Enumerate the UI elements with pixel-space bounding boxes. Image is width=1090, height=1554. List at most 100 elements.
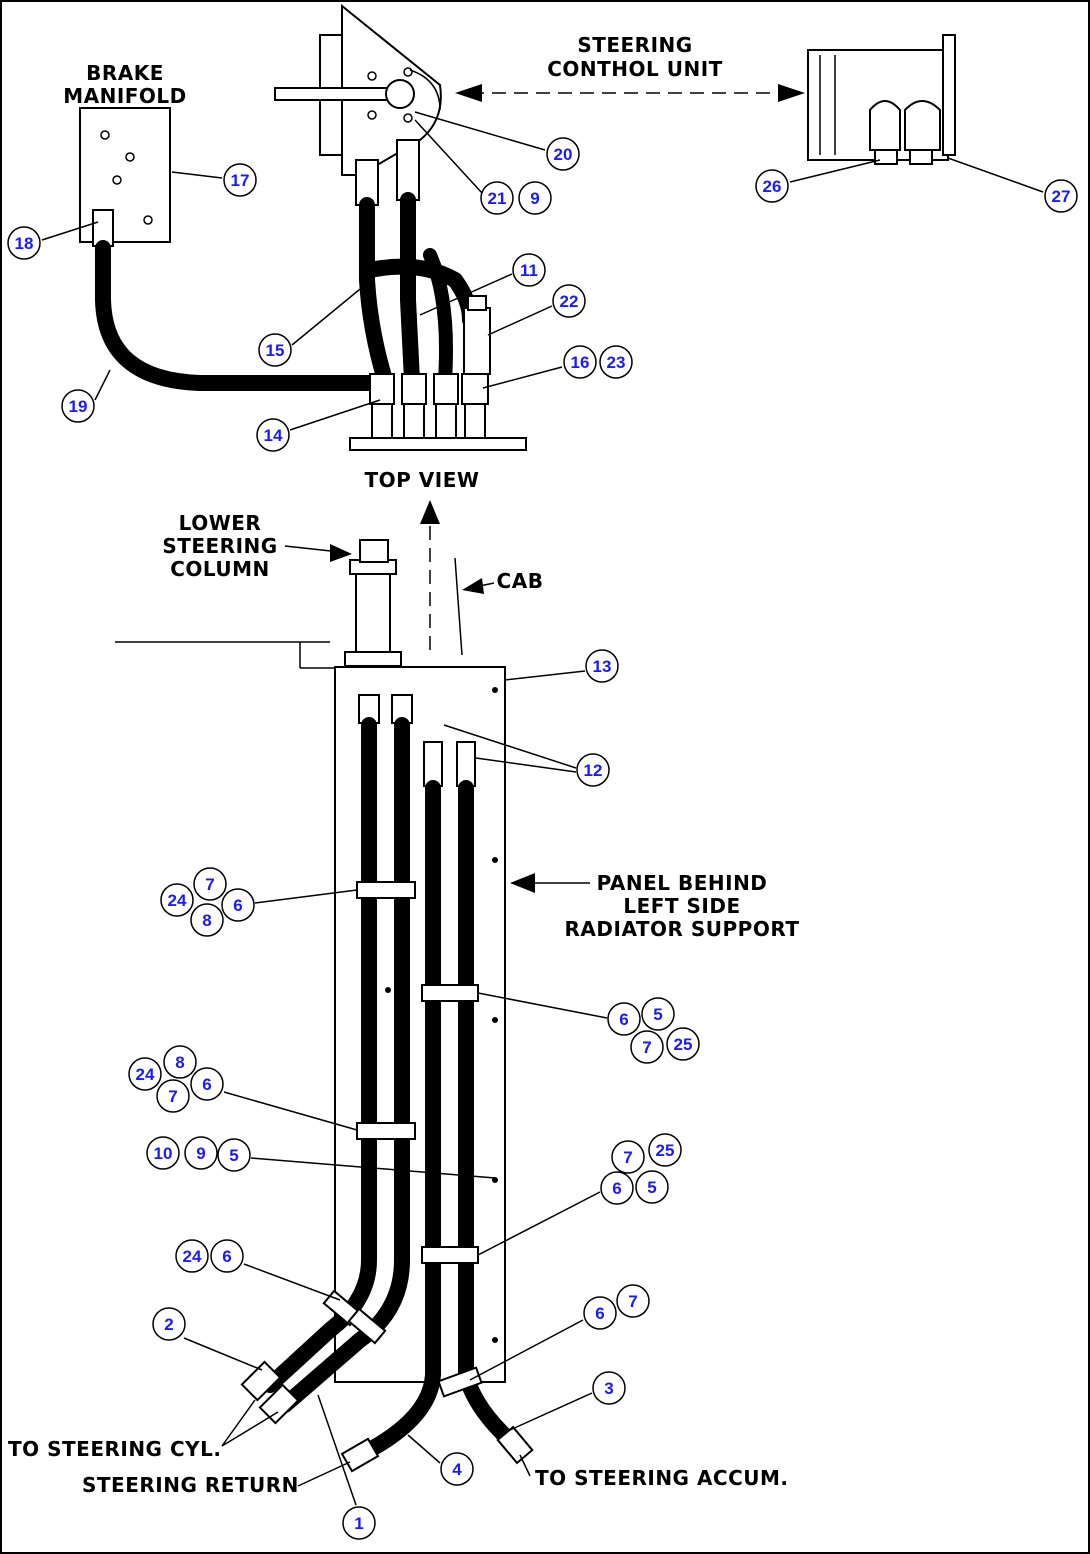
callout-number: 7	[642, 1038, 651, 1057]
callout-number: 7	[168, 1087, 177, 1106]
callout-number: 12	[584, 761, 603, 780]
callout-number: 6	[619, 1010, 628, 1029]
clamp-bottom-left-b	[347, 1307, 387, 1345]
callout-c6f: 6	[583, 1296, 617, 1330]
callout-circle	[600, 1171, 634, 1205]
callout-number: 17	[231, 171, 250, 190]
hose-end-2	[240, 1360, 282, 1402]
panel-label-1: PANEL BEHIND	[597, 871, 768, 895]
cab-label: CAB	[497, 569, 544, 593]
callout-number: 3	[604, 1379, 613, 1398]
callout-number: 4	[452, 1460, 462, 1479]
callout-circle	[152, 1307, 186, 1341]
callout-c2: 2	[152, 1307, 186, 1341]
hose-2	[262, 717, 377, 1393]
callout-c4: 4	[440, 1452, 474, 1486]
callout-circle	[583, 1296, 617, 1330]
callout-circle	[190, 903, 224, 937]
callout-c5a: 5	[641, 997, 675, 1031]
lower-steering-column-label-1: LOWER	[179, 511, 262, 535]
callout-number: 8	[175, 1053, 184, 1072]
callout-c15: 15	[258, 333, 292, 367]
hose-11-a	[400, 192, 420, 388]
callout-c7e: 7	[616, 1284, 650, 1318]
panel-bolt-5	[492, 1337, 498, 1343]
cyl-leader-a	[221, 1399, 256, 1447]
callout-c7b: 7	[630, 1030, 664, 1064]
callout-number: 18	[15, 234, 34, 253]
callout-circle	[175, 1239, 209, 1273]
callout-c12: 12	[576, 753, 610, 787]
callout-number: 24	[136, 1065, 155, 1084]
brake-manifold	[79, 107, 171, 247]
callout-circle	[190, 1067, 224, 1101]
callout-circle	[163, 1045, 197, 1079]
panel-bolt-1	[492, 687, 498, 693]
callout-c25a: 25	[666, 1027, 700, 1061]
callout-circle	[184, 1136, 218, 1170]
callout-circle	[256, 418, 290, 452]
callout-circle	[217, 1138, 251, 1172]
callout-number: 10	[154, 1144, 173, 1163]
callout-number: 19	[69, 397, 88, 416]
callout-c27: 27	[1044, 179, 1078, 213]
callout-c18: 18	[7, 226, 41, 260]
accum-leader	[519, 1454, 531, 1477]
callout-c25b: 25	[648, 1133, 682, 1167]
valve-22	[463, 307, 491, 375]
callout-number: 22	[560, 292, 579, 311]
callout-c8a: 8	[190, 903, 224, 937]
to-steering-cyl-label: TO STEERING CYL.	[8, 1437, 221, 1461]
callout-c6d: 6	[600, 1171, 634, 1205]
callout-circle	[61, 389, 95, 423]
callout-circle	[641, 997, 675, 1031]
brake-manifold-label-2: MANIFOLD	[63, 84, 187, 108]
callout-c7a: 7	[193, 867, 227, 901]
hose-end-4	[340, 1437, 380, 1473]
callout-circle	[552, 284, 586, 318]
callout-number: 6	[233, 896, 242, 915]
callout-circle	[563, 345, 597, 379]
callout-circle	[648, 1133, 682, 1167]
callout-circle	[630, 1030, 664, 1064]
callout-circle	[518, 181, 552, 215]
callout-leaders	[41, 111, 1044, 1506]
callout-number: 15	[266, 341, 285, 360]
steering-return-label: STEERING RETURN	[82, 1473, 299, 1497]
callout-circle	[611, 1140, 645, 1174]
callout-number: 16	[571, 353, 590, 372]
fitting-block-14	[349, 373, 527, 451]
callout-c6a: 6	[221, 888, 255, 922]
callout-circle	[585, 649, 619, 683]
callout-c7c: 7	[156, 1079, 190, 1113]
scu-arrow-left	[455, 84, 482, 102]
callout-number: 27	[1052, 187, 1071, 206]
callout-number: 21	[488, 189, 507, 208]
hose-4	[352, 780, 441, 1463]
callout-circle	[616, 1284, 650, 1318]
callout-number: 7	[628, 1292, 637, 1311]
callout-c20: 20	[546, 137, 580, 171]
to-steering-accum-label: TO STEERING ACCUM.	[535, 1466, 789, 1490]
callout-number: 23	[607, 353, 626, 372]
clamp-upper-left	[356, 881, 416, 899]
callout-circle	[635, 1170, 669, 1204]
view-arrow-head	[420, 500, 440, 524]
callout-number: 7	[205, 875, 214, 894]
callout-c1: 1	[342, 1506, 376, 1540]
callout-number: 13	[593, 657, 612, 676]
callout-c5b: 5	[217, 1138, 251, 1172]
column-leader-arrow	[330, 544, 352, 562]
callout-number: 6	[222, 1247, 231, 1266]
callout-number: 5	[647, 1178, 656, 1197]
callout-circle	[223, 163, 257, 197]
callout-number: 26	[763, 177, 782, 196]
top-view-label: TOP VIEW	[365, 468, 480, 492]
scu-fitting-a	[396, 139, 420, 201]
callout-c26: 26	[755, 169, 789, 203]
brake-manifold-label-1: BRAKE	[86, 61, 164, 85]
callout-c24b: 24	[128, 1057, 162, 1091]
lower-steering-column-label-3: COLUMN	[170, 557, 270, 581]
callout-number: 20	[554, 145, 573, 164]
